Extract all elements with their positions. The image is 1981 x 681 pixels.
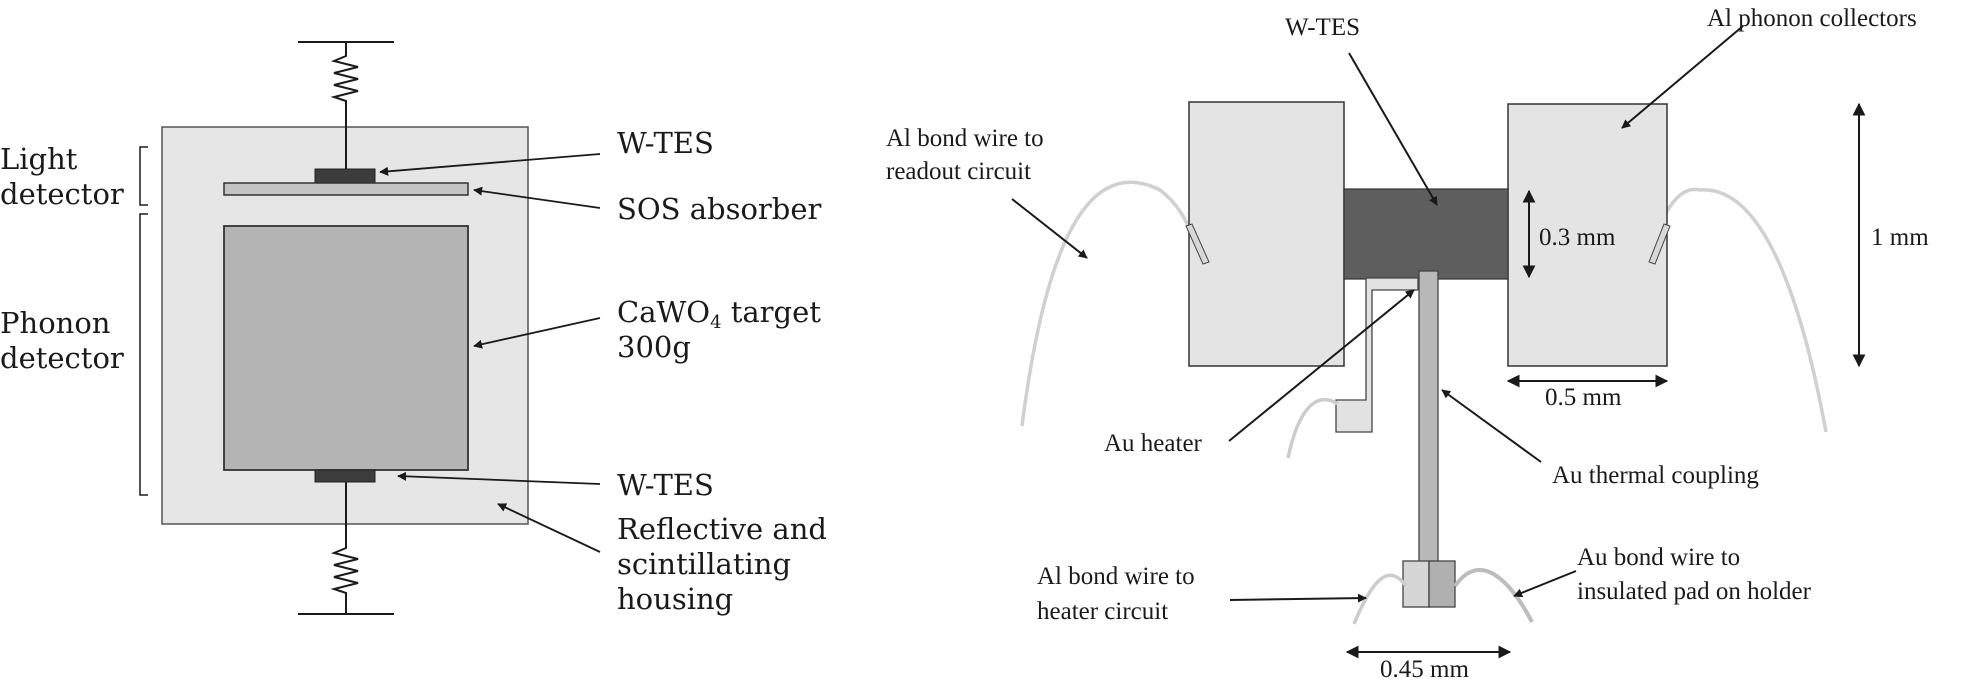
bond-foot-right xyxy=(1648,223,1671,265)
top-spring xyxy=(298,41,394,170)
arrow-bond-readout xyxy=(1011,198,1088,259)
label-wtes-bottom: W-TES xyxy=(617,468,714,502)
heater-bond-wire xyxy=(1352,573,1408,625)
phonon-detector-label: Phonon detector xyxy=(0,306,124,375)
arrow-wtes-top xyxy=(379,153,601,176)
arrow-au-heater xyxy=(1228,289,1415,442)
readout-bond-wire-right xyxy=(1652,187,1828,433)
cawo4-target xyxy=(223,225,469,471)
au-heater-path xyxy=(1335,277,1419,433)
w-tes-bottom xyxy=(314,469,376,483)
arrow-bond-heater xyxy=(1229,593,1367,603)
readout-bond-wire-left xyxy=(1020,180,1198,427)
arrow-wtes-bottom xyxy=(397,471,601,485)
label-housing: Reflective and scintillating housing xyxy=(617,512,836,616)
arrow-wtes xyxy=(1348,52,1438,206)
heater-side-bond-wire xyxy=(1286,397,1339,459)
arrow-al-collectors xyxy=(1621,25,1744,129)
label-bond-readout: Al bond wire to readout circuit xyxy=(886,125,1050,185)
w-tes-top xyxy=(314,168,376,184)
al-collector-left xyxy=(1188,101,1345,367)
pad-heater xyxy=(1402,560,1430,608)
label-cawo4-target: CaWO4 target xyxy=(617,295,821,333)
light-detector-bracket xyxy=(139,146,148,206)
light-detector-label: Light detector xyxy=(0,142,124,211)
label-dim-1mm: 1 mm xyxy=(1871,224,1929,251)
label-wtes-top: W-TES xyxy=(617,126,714,160)
sos-absorber xyxy=(223,182,469,196)
label-wtes-film: W-TES xyxy=(1285,14,1360,41)
label-bond-heater: Al bond wire to heater circuit xyxy=(1037,563,1201,625)
label-au-thermal: Au thermal coupling xyxy=(1552,462,1759,489)
label-dim-03mm: 0.3 mm xyxy=(1539,224,1616,251)
bottom-spring xyxy=(298,482,394,615)
label-al-collectors: Al phonon collectors xyxy=(1707,5,1917,32)
label-dim-045mm: 0.45 mm xyxy=(1380,656,1469,681)
insulated-bond-wire xyxy=(1453,568,1534,623)
w-tes-film xyxy=(1343,188,1509,280)
left-diagram: Light detector Phonon detector W-TES SOS… xyxy=(0,41,836,616)
arrow-au-thermal xyxy=(1441,389,1542,463)
label-target-mass: 300g xyxy=(617,330,691,364)
au-thermal-coupling xyxy=(1418,270,1439,572)
arrow-sos xyxy=(473,186,601,209)
label-au-heater: Au heater xyxy=(1104,430,1203,457)
label-bond-insulated: Au bond wire to insulated pad on holder xyxy=(1577,544,1812,605)
arrow-housing xyxy=(497,503,601,553)
arrow-target xyxy=(473,317,601,349)
arrow-bond-insulated xyxy=(1513,570,1577,598)
pad-thermal xyxy=(1428,560,1456,608)
label-sos-absorber: SOS absorber xyxy=(617,192,822,226)
bond-foot-left xyxy=(1185,223,1210,265)
phonon-detector-bracket xyxy=(139,213,148,496)
label-dim-05mm: 0.5 mm xyxy=(1545,384,1622,411)
right-diagram: W-TES Al phonon collectors Al bond wire … xyxy=(886,5,1929,681)
